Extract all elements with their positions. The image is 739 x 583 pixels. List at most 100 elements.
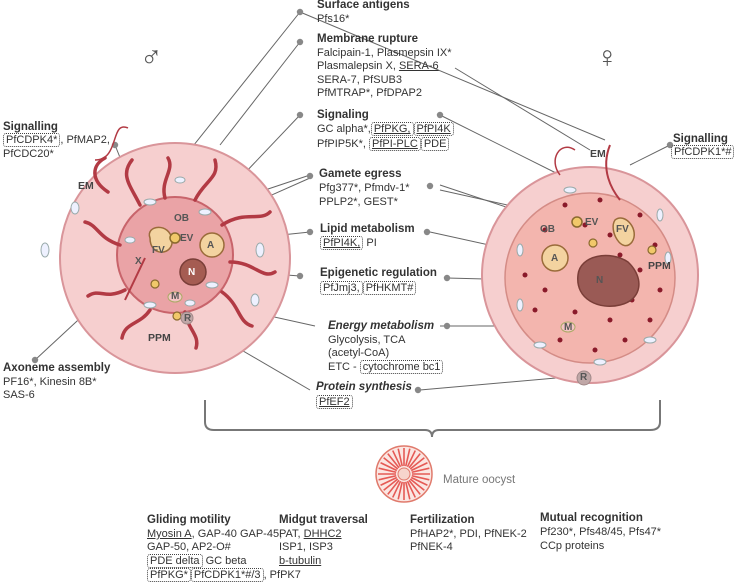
mature-oocyst [375, 445, 433, 503]
male-em-label: EM [78, 180, 94, 192]
oocyst-ray [391, 480, 402, 498]
epigenetic-title: Epigenetic regulation [320, 267, 437, 279]
male-nucleus [179, 258, 207, 286]
female-ob-label: OB [540, 224, 555, 235]
bracket [204, 400, 661, 438]
female-ev-label: EV [585, 217, 599, 228]
oocyst-ray [410, 461, 428, 472]
female-m-label: M [564, 322, 573, 333]
membrane-line4: PfMTRAP*, PfDPAP2 [317, 87, 422, 99]
line-membrane-male [219, 41, 301, 146]
male-signalling-line2: PfCDC20* [3, 148, 54, 160]
oocyst-ray [383, 478, 399, 491]
male-flagella [83, 156, 277, 350]
energy-line3: ETC - cytochrome bc1 [328, 360, 444, 374]
protein-line1: PfEF2 [316, 395, 353, 409]
female-n-label: N [596, 275, 604, 286]
male-x-label: X [135, 256, 142, 267]
male-n-label: N [188, 267, 196, 278]
protein-title: Protein synthesis [316, 381, 412, 393]
female-vesicles [516, 186, 672, 366]
male-symbol: ♂ [140, 41, 163, 74]
line-membrane-female [454, 67, 591, 151]
signaling-title: Signaling [317, 109, 369, 121]
oocyst-ray [406, 480, 417, 498]
male-a-label: A [207, 240, 215, 251]
pfcdpk1-label: PfCDPK1*# [671, 145, 735, 159]
oocyst-ray [391, 450, 402, 468]
male-ob-label: OB [174, 213, 189, 224]
male-gametocyte [40, 126, 291, 374]
surface-line1: Pfs16* [317, 13, 350, 25]
female-nucleus [577, 254, 640, 307]
male-signalling-line1: PfCDPK4*, PfMAP2, [3, 133, 110, 147]
mutual-line2: CCp proteins [540, 540, 605, 552]
female-gametocyte [481, 144, 699, 386]
female-symbol: ♀ [596, 41, 619, 74]
gamete-line2: PPLP2*, GEST* [319, 196, 398, 208]
midgut-line3: b-tubulin [279, 555, 322, 567]
oocyst-ray [408, 479, 421, 495]
female-a-label: A [551, 253, 559, 264]
fertilization-line2: PfNEK-4 [410, 541, 453, 553]
line-signalling-female [629, 144, 671, 166]
female-ppm-label: PPM [648, 260, 671, 272]
axoneme-title: Axoneme assembly [3, 362, 111, 374]
oocyst-ray [383, 457, 399, 470]
gliding-line2: GAP-50, AP2-O# [147, 541, 231, 553]
oocyst-ray [405, 448, 411, 467]
surface-title: Surface antigens [317, 0, 410, 11]
oocyst-ray [406, 450, 417, 468]
female-signalling-line1: PfCDPK1*# [671, 145, 735, 159]
oocyst-ray [380, 461, 398, 472]
lipid-line1: PfPI4K, PI [320, 236, 377, 250]
energy-line2: (acetyl-CoA) [328, 347, 390, 359]
oocyst-ray [411, 467, 430, 473]
male-fv-label: FV [152, 245, 165, 256]
male-m-label: M [171, 291, 180, 302]
fertilization-title: Fertilization [410, 514, 475, 526]
female-signalling-title: Signalling [673, 133, 728, 145]
mutual-title: Mutual recognition [540, 512, 643, 524]
membrane-line3: SERA-7, PfSUB3 [317, 74, 402, 86]
oocyst-ray [387, 453, 400, 469]
gliding-line3: PDE delta GC beta [147, 554, 247, 568]
oocyst-ray [380, 476, 398, 487]
midgut-line1: PAT, DHHC2 [279, 528, 342, 540]
male-r-label: R [184, 313, 192, 324]
midgut-title: Midgut traversal [279, 514, 368, 526]
axoneme-line2: SAS-6 [3, 389, 35, 401]
oocyst-ray [411, 475, 430, 481]
oocyst-ray [410, 476, 428, 487]
midgut-line2: ISP1, ISP3 [279, 541, 333, 553]
male-signalling-title: Signalling [3, 121, 58, 133]
axoneme-line1: PF16*, Kinesin 8B* [3, 376, 97, 388]
energy-line1: Glycolysis, TCA [328, 334, 406, 346]
oocyst-ray [387, 479, 400, 495]
oocyst-ray [378, 475, 397, 481]
lipid-title: Lipid metabolism [320, 223, 415, 235]
oocyst-ray [409, 457, 425, 470]
oocyst-ray [409, 478, 425, 491]
gamete-line1: Pfg377*, Pfmdv-1* [319, 182, 410, 194]
female-em-label: EM [590, 148, 606, 160]
fertilization-line1: PfHAP2*, PDI, PfNEK-2 [410, 528, 527, 540]
female-granules [522, 197, 663, 353]
axoneme-line [124, 257, 146, 301]
gamete-title: Gamete egress [319, 168, 402, 180]
female-r-label: R [580, 372, 588, 383]
gliding-line1: Myosin A, GAP-40 GAP-45, [147, 528, 283, 540]
oocyst-ray [408, 453, 421, 469]
male-vesicles [40, 176, 265, 309]
male-ev-label: EV [180, 233, 194, 244]
membrane-title: Membrane rupture [317, 33, 418, 45]
female-fv-label: FV [616, 224, 629, 235]
male-ppm-label: PPM [148, 332, 171, 344]
oocyst-ray [397, 448, 403, 467]
membrane-line1: Falcipain-1, Plasmepsin IX* [317, 47, 452, 59]
energy-title: Energy metabolism [328, 320, 435, 332]
line-surface-female [299, 11, 606, 141]
line-signaling-female [439, 114, 561, 176]
